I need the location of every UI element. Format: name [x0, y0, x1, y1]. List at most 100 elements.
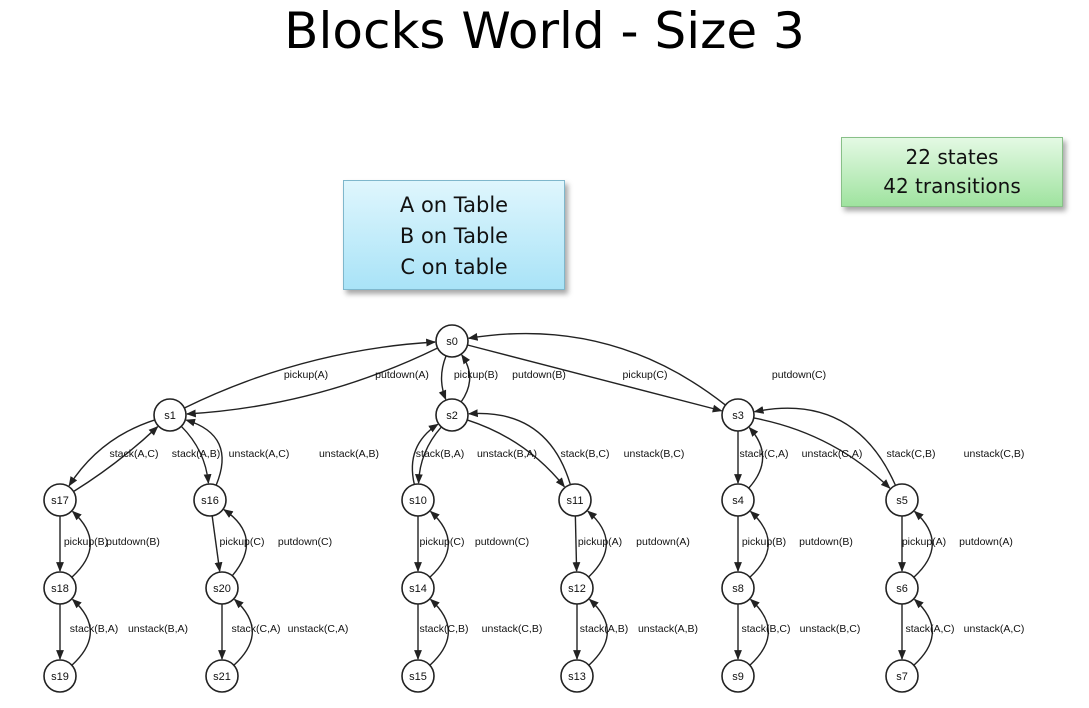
state-label: s8 — [732, 583, 744, 595]
state-node-s1: s1 — [153, 398, 187, 432]
edge-arrow — [184, 338, 437, 409]
edge-label: stack(C,A) — [231, 623, 280, 635]
edge-label: unstack(B,A) — [477, 448, 537, 460]
edge-label: unstack(A,C) — [964, 623, 1025, 635]
state-node-s19: s19 — [43, 659, 77, 693]
state-node-s5: s5 — [885, 483, 919, 517]
edge-s15-s14 — [429, 598, 450, 666]
edge-label: stack(A,B) — [580, 623, 628, 635]
edge-arrow — [913, 510, 934, 578]
edge-s21-s20 — [233, 598, 254, 666]
state-circle — [885, 571, 919, 605]
state-label: s19 — [51, 671, 69, 683]
state-circle — [153, 398, 187, 432]
edge-label: putdown(B) — [512, 369, 566, 381]
edge-s0-s1 — [185, 347, 438, 418]
edge-s20-s16 — [223, 509, 248, 577]
state-circle — [401, 571, 435, 605]
state-circle — [205, 571, 239, 605]
edge-arrow — [460, 354, 471, 403]
edge-s5-s3 — [753, 406, 897, 486]
state-node-s6: s6 — [885, 571, 919, 605]
edge-arrow — [467, 332, 726, 406]
edge-arrow — [68, 419, 155, 487]
edge-s3-s0 — [467, 332, 726, 406]
state-circle — [885, 659, 919, 693]
edge-label: unstack(A,B) — [638, 623, 698, 635]
edge-arrow — [467, 344, 723, 413]
state-circle — [721, 483, 755, 517]
stats-box: 22 states 42 transitions — [841, 137, 1063, 207]
edge-s2-s0 — [460, 354, 471, 403]
edge-label: unstack(C,A) — [802, 448, 863, 460]
edge-label: stack(A,C) — [109, 448, 158, 460]
edge-label: pickup(A) — [284, 369, 328, 381]
edge-s1-s17 — [68, 419, 155, 487]
state-node-s3: s3 — [721, 398, 755, 432]
initial-state-line-3: C on table — [400, 255, 508, 279]
state-circle — [401, 659, 435, 693]
state-label: s14 — [409, 583, 427, 595]
initial-state-line-1: A on Table — [399, 193, 509, 217]
state-label: s0 — [446, 336, 458, 348]
state-node-s11: s11 — [558, 483, 592, 517]
edge-label: stack(C,A) — [739, 448, 788, 460]
state-label: s13 — [568, 671, 586, 683]
edge-s0-s2 — [438, 355, 447, 401]
state-node-s9: s9 — [721, 659, 755, 693]
edge-s0-s3 — [467, 344, 723, 413]
state-label: s3 — [732, 410, 744, 422]
state-label: s2 — [446, 410, 458, 422]
edge-s3-s5 — [753, 417, 891, 489]
edge-arrow — [71, 510, 92, 578]
edge-s16-s20 — [211, 515, 223, 573]
edge-label: unstack(B,C) — [624, 448, 685, 460]
edge-arrow — [185, 418, 223, 486]
edge-label: unstack(C,A) — [288, 623, 349, 635]
state-circle — [43, 659, 77, 693]
state-circle — [721, 659, 755, 693]
states-count: 22 states — [905, 145, 999, 169]
edge-label: stack(A,B) — [172, 448, 220, 460]
state-label: s5 — [896, 495, 908, 507]
edge-s1-s0 — [184, 338, 437, 409]
state-label: s18 — [51, 583, 69, 595]
state-node-s14: s14 — [401, 571, 435, 605]
edge-label: pickup(B) — [454, 369, 498, 381]
edge-label: unstack(A,B) — [319, 448, 379, 460]
edge-label: pickup(C) — [420, 536, 465, 548]
state-circle — [401, 483, 435, 517]
state-node-s20: s20 — [205, 571, 239, 605]
edge-s17-s1 — [73, 426, 159, 493]
state-label: s11 — [567, 495, 584, 507]
edge-label: stack(B,C) — [560, 448, 609, 460]
state-label: s17 — [51, 495, 69, 507]
state-node-s12: s12 — [560, 571, 594, 605]
edge-label: unstack(B,A) — [128, 623, 188, 635]
edge-label: putdown(A) — [375, 369, 429, 381]
slide-title: Blocks World - Size 3 — [284, 2, 805, 60]
edge-label: unstack(C,B) — [482, 623, 543, 635]
state-circle — [43, 571, 77, 605]
edge-arrow — [753, 417, 891, 489]
edge-arrow — [749, 510, 770, 578]
edge-s7-s6 — [913, 598, 934, 666]
state-node-s21: s21 — [205, 659, 239, 693]
edge-s11-s12 — [572, 515, 581, 572]
edge-s16-s1 — [185, 418, 223, 486]
state-node-s2: s2 — [435, 398, 469, 432]
edge-arrow — [71, 598, 92, 666]
state-node-s4: s4 — [721, 483, 755, 517]
state-label: s9 — [732, 671, 744, 683]
state-circle — [558, 483, 592, 517]
edge-arrow — [913, 598, 934, 666]
edge-label: stack(B,A) — [70, 623, 118, 635]
state-label: s1 — [164, 410, 176, 422]
edge-arrow — [467, 409, 572, 485]
edge-s11-s2 — [467, 409, 572, 485]
state-node-s13: s13 — [560, 659, 594, 693]
edge-arrow — [588, 598, 609, 666]
state-circle — [560, 571, 594, 605]
edge-arrow — [411, 423, 439, 485]
